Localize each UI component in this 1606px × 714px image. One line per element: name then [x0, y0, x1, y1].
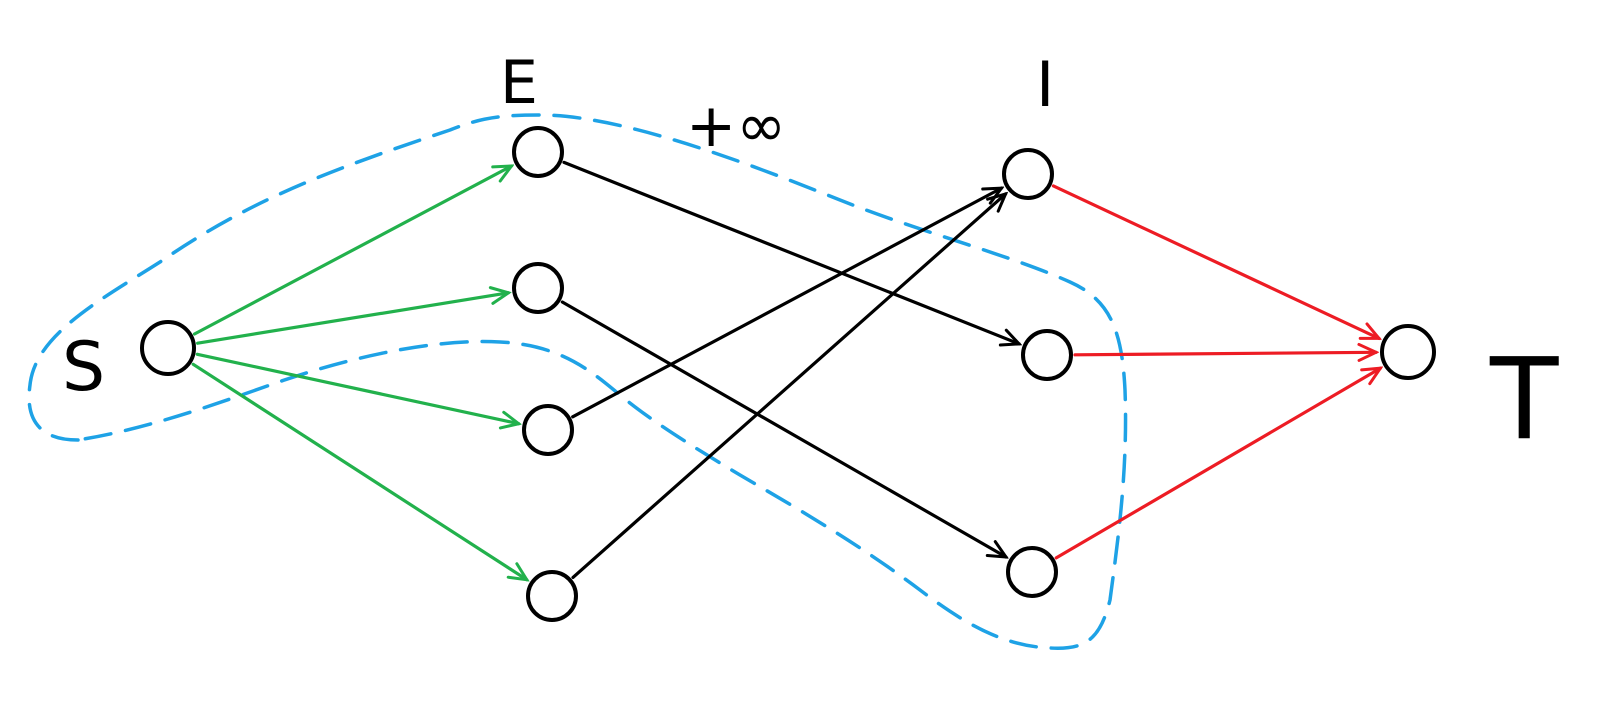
edge-s-to-e4 — [191, 362, 527, 579]
source-label: S — [62, 328, 105, 407]
edge-e1-to-i2 — [562, 160, 1019, 344]
node-e3 — [522, 404, 574, 456]
node-i2 — [1021, 329, 1073, 381]
edge-s-to-e1 — [192, 166, 512, 336]
edge-e4-to-i1 — [571, 194, 1006, 580]
cut-boundary — [27, 113, 1128, 650]
nodes-layer — [140, 126, 1436, 622]
edge-i2-to-t — [1073, 352, 1376, 355]
sink-label: T — [1489, 335, 1559, 465]
node-e4 — [526, 570, 578, 622]
node-i1 — [1002, 148, 1054, 200]
edge-e2-to-i3 — [560, 300, 1006, 557]
group-i-label: I — [1036, 48, 1054, 121]
infinite-capacity-label: +∞ — [686, 91, 786, 161]
edge-s-to-e2 — [196, 293, 509, 345]
edge-e3-to-i1 — [571, 188, 1002, 419]
node-e1 — [512, 126, 564, 178]
group-e-label: E — [500, 48, 538, 118]
edges-layer — [191, 160, 1380, 580]
node-t — [1380, 324, 1436, 380]
edge-s-to-e3 — [195, 352, 518, 423]
node-s — [140, 320, 196, 376]
edge-i3-to-t — [1054, 368, 1380, 560]
node-e2 — [512, 262, 564, 314]
edge-i1-to-t — [1051, 184, 1379, 340]
node-i3 — [1006, 546, 1058, 598]
